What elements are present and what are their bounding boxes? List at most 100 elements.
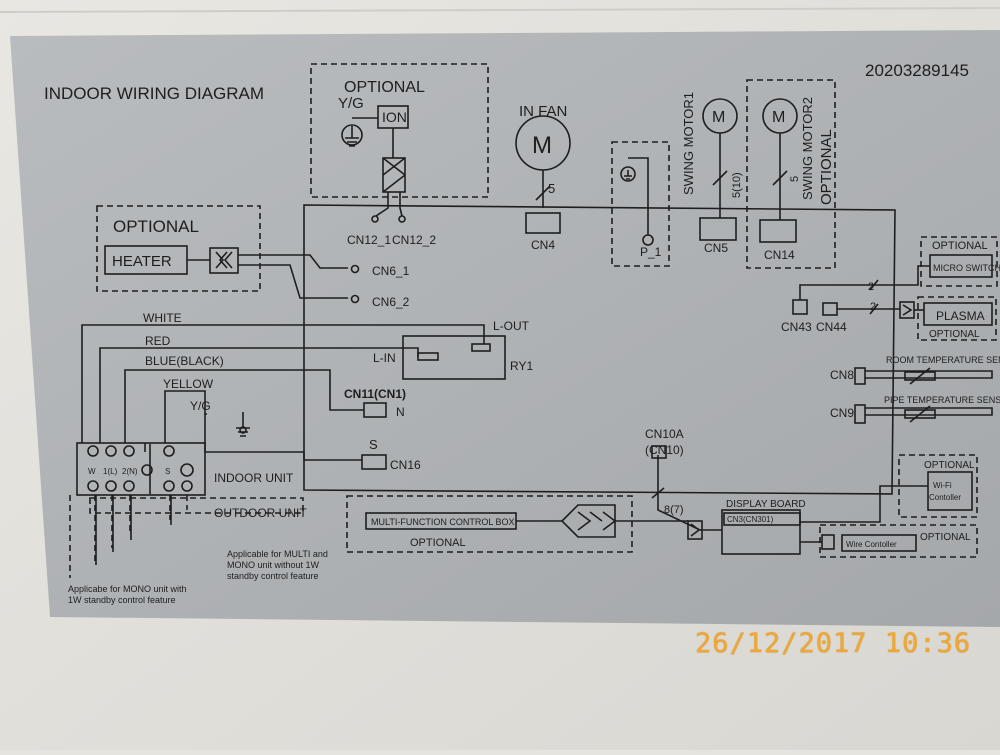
wire-blue: BLUE(BLACK) — [145, 354, 224, 368]
cn16-connector — [361, 454, 387, 470]
wire-yg: Y/G — [190, 399, 211, 413]
fan-count: 5 — [548, 181, 555, 196]
swing2-symbol: M — [772, 109, 785, 126]
cn12-1-label: CN12_1 — [347, 233, 391, 247]
cn8-connector — [854, 367, 866, 385]
micro-switch-optional-box — [920, 236, 998, 287]
heater-optional-label: OPTIONAL — [113, 217, 199, 236]
cn10-count: 8(7) — [664, 504, 684, 516]
indoor-unit-label: INDOOR UNIT — [214, 471, 294, 485]
cn4-label: CN4 — [531, 238, 555, 252]
cn5-label: CN5 — [704, 241, 728, 255]
ion-label: ION — [382, 109, 407, 125]
serial-number: 20203289145 — [865, 61, 969, 80]
relay-lout: L-OUT — [493, 319, 530, 333]
cn16-label: CN16 — [390, 458, 421, 472]
wifi-line1: Wi-Fi — [933, 481, 952, 490]
swing2-optional: OPTIONAL — [818, 129, 835, 205]
wiring-lines — [69, 63, 998, 578]
p1-dashed-box — [611, 141, 670, 267]
wire-white: WHITE — [143, 311, 182, 325]
sticker-label — [10, 30, 1000, 627]
terminal-1l: 1(L) — [103, 467, 118, 476]
wifi-line2: Contoller — [929, 493, 961, 502]
wire-controller-optional: OPTIONAL — [920, 532, 971, 543]
plasma-box — [923, 302, 993, 326]
cn11-label: CN11(CN1) — [344, 387, 406, 401]
plasma-optional-box — [917, 296, 997, 341]
wire-yellow: YELLOW — [163, 377, 214, 391]
note-mono-1: Applicabe for MONO unit with — [68, 584, 187, 594]
cn9-label: CN9 — [830, 406, 854, 420]
p1-label: P_1 — [640, 245, 662, 259]
multi-box-optional — [346, 495, 633, 553]
cn43-label: CN43 — [781, 320, 812, 334]
ion-yg-label: Y/G — [338, 95, 364, 112]
swing-motor2-optional-box — [746, 79, 836, 269]
note-multi-3: standby control feature — [227, 571, 319, 581]
display-connector — [687, 520, 703, 540]
display-cn-box — [723, 512, 801, 526]
wire-controller-connector — [821, 534, 835, 550]
plasma-label: PLASMA — [936, 309, 985, 323]
relay-lout-contact — [471, 343, 491, 352]
wire-red: RED — [145, 334, 171, 348]
cn43-count: 2 — [868, 281, 874, 293]
cn10-label: (CN10) — [645, 443, 684, 457]
photo-timestamp: 26/12/2017 10:36 — [695, 628, 972, 659]
terminal-s: S — [165, 467, 170, 476]
cn9-connector — [854, 404, 866, 424]
n-label: N — [396, 405, 405, 419]
swing1-symbol: M — [712, 109, 725, 126]
cn14-connector — [759, 219, 797, 243]
display-board — [721, 509, 801, 555]
cn5-connector — [699, 217, 737, 241]
note-multi-1: Applicable for MULTI and — [227, 549, 328, 559]
multi-box-label: MULTI-FUNCTION CONTROL BOX — [371, 517, 515, 527]
fan-title: IN FAN — [519, 103, 567, 120]
cn14-label: CN14 — [764, 248, 795, 262]
diagram-text: 20203289145 INDOOR WIRING DIAGRAM OPTION… — [44, 61, 1000, 605]
cn4-connector — [525, 212, 561, 234]
display-cn-label: CN3(CN301) — [727, 515, 774, 524]
heater-label: HEATER — [112, 253, 172, 270]
cn44-count: 2 — [870, 301, 876, 313]
note-mono-2: 1W standby control feature — [68, 595, 176, 605]
relay-ry1 — [402, 335, 506, 380]
terminal-2n: 2(N) — [122, 467, 138, 476]
heater-optional-box — [96, 205, 261, 292]
wire-controller-optional-box — [819, 524, 978, 558]
outdoor-unit-label: OUTDOOR UNIT — [214, 506, 307, 520]
swing1-title: SWING MOTOR1 — [681, 92, 696, 195]
display-board-label: DISPLAY BOARD — [726, 499, 806, 510]
wifi-controller-box — [927, 471, 973, 511]
cn6-2-label: CN6_2 — [372, 295, 410, 309]
cn12-2-label: CN12_2 — [392, 233, 436, 247]
note-multi-2: MONO unit without 1W — [227, 560, 320, 570]
terminal-w: W — [88, 467, 96, 476]
cn43-connector — [792, 299, 808, 315]
relay-lin: L-IN — [373, 351, 396, 365]
cn6-1-label: CN6_1 — [372, 264, 410, 278]
terminal-block — [76, 442, 206, 496]
ion-optional-label: OPTIONAL — [344, 79, 425, 96]
wire-controller-box — [841, 534, 917, 552]
panel-edge — [0, 7, 1000, 13]
swing2-count: 5 — [789, 176, 801, 182]
fan-symbol: M — [532, 132, 552, 159]
swing1-count: 5(10) — [731, 172, 743, 198]
plasma-optional: OPTIONAL — [929, 329, 980, 340]
cn11-connector — [363, 402, 387, 418]
swing2-title: SWING MOTOR2 — [800, 97, 815, 200]
ion-optional-box — [310, 63, 489, 198]
room-sensor-element — [904, 371, 936, 381]
main-control-board — [303, 204, 896, 495]
s-label: S — [369, 437, 378, 452]
pipe-sensor-element — [904, 409, 936, 419]
relay-ry1: RY1 — [510, 359, 533, 373]
wifi-optional-label: OPTIONAL — [924, 460, 975, 471]
heater-connector — [209, 247, 239, 274]
multi-optional-label: OPTIONAL — [410, 537, 466, 549]
